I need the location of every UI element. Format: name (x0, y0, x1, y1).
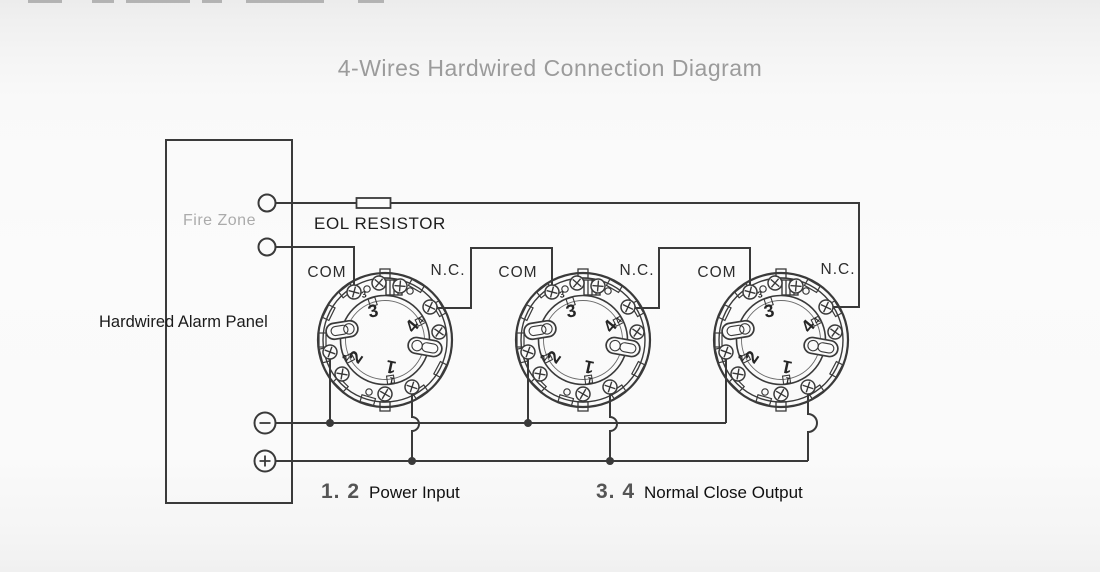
wire-nc2-to-com3 (628, 247, 751, 309)
terminal-number-1: 1 (384, 356, 398, 378)
terminal-number-1-small: 1 (586, 375, 594, 386)
power-terminal-numbers: 1. 2 (321, 480, 361, 503)
top-edge-artifact (126, 0, 190, 3)
terminal-number-1: 1 (780, 356, 794, 378)
wire-zone-to-com1 (276, 246, 355, 293)
plus-glyph (259, 455, 271, 467)
detector2-nc-label: N.C. (619, 262, 655, 279)
panel-terminals (253, 193, 277, 473)
top-edge-artifact (202, 0, 222, 3)
alarm-panel-label: Hardwired Alarm Panel (99, 313, 268, 331)
top-edge-artifact (246, 0, 324, 3)
junction-dots (326, 419, 614, 465)
terminal-number-1-small: 1 (388, 375, 396, 386)
wire-det3-terminal1-drop (807, 387, 818, 461)
detector1-terminal-numbers: 3 4 2 1 3 4 2 1 (315, 270, 455, 410)
terminal-number-3: 3 (762, 300, 776, 322)
terminal-number-3: 3 (366, 300, 380, 322)
terminal-number-3: 3 (564, 300, 578, 322)
detector1-nc-label: N.C. (430, 262, 466, 279)
wire-nc1-to-com2 (430, 247, 553, 309)
wires (276, 202, 860, 462)
wire-det2-terminal1-drop (609, 387, 618, 461)
eol-resistor-label: EOL RESISTOR (314, 214, 446, 233)
detector2-terminal-numbers: 3 4 2 1 3 4 2 1 (513, 270, 653, 410)
fire-zone-terminal-1 (257, 193, 277, 213)
detector3-nc-label: N.C. (820, 261, 856, 278)
alarm-panel-outline (165, 139, 293, 504)
power-input-legend: 1. 2 Power Input (321, 480, 460, 504)
terminal-number-1: 1 (582, 356, 596, 378)
terminal-number-3-small: 3 (756, 289, 764, 300)
normal-close-output-label: Normal Close Output (644, 483, 803, 502)
wire-zone-to-eol-nc3 (276, 202, 860, 308)
top-edge-artifact (92, 0, 114, 3)
page-title: 4-Wires Hardwired Connection Diagram (337, 55, 763, 81)
wire-det1-terminal1-drop (411, 387, 420, 461)
detector2-com-label: COM (498, 264, 538, 281)
normal-close-output-legend: 3. 4 Normal Close Output (596, 480, 803, 504)
output-terminal-numbers: 3. 4 (596, 480, 636, 503)
terminal-number-3-small: 3 (558, 289, 566, 300)
eol-resistor-symbol (355, 197, 392, 209)
detector3-terminal-numbers: 3 4 2 1 3 4 2 1 (711, 270, 851, 410)
junction-dot (524, 419, 532, 427)
terminal-number-1-small: 1 (784, 375, 792, 386)
junction-dot (606, 457, 614, 465)
fire-zone-label: Fire Zone (183, 212, 256, 229)
junction-dot (326, 419, 334, 427)
fire-zone-terminal-2 (257, 237, 277, 257)
detector1-com-label: COM (307, 264, 347, 281)
junction-dot (408, 457, 416, 465)
terminal-number-3-small: 3 (360, 289, 368, 300)
top-edge-artifact (358, 0, 384, 3)
top-edge-artifact (28, 0, 62, 3)
detector3-com-label: COM (697, 264, 737, 281)
power-input-label: Power Input (369, 483, 460, 502)
